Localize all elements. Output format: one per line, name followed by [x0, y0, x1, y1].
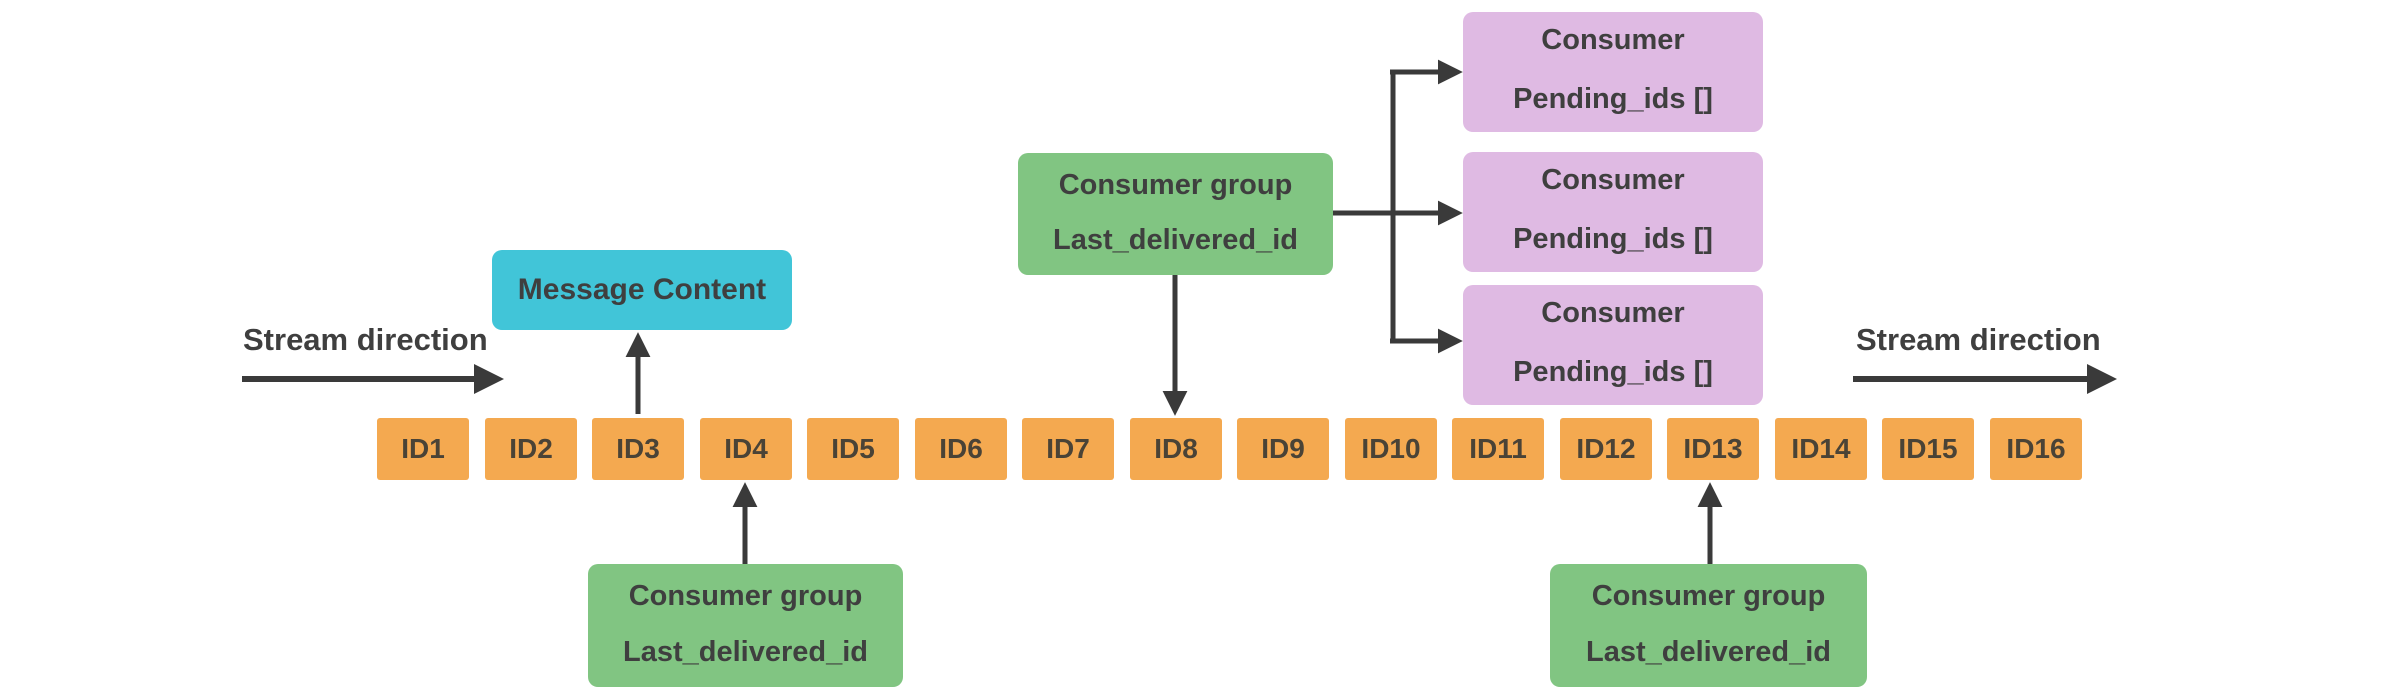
stream-cell-id16: ID16 [1990, 418, 2082, 480]
consumer-group-top: Consumer group Last_delivered_id [1018, 153, 1333, 275]
consumer-2-title: Consumer [1541, 164, 1685, 196]
consumer-group-top-subtitle: Last_delivered_id [1053, 224, 1298, 256]
consumer-group-bottom-right-subtitle: Last_delivered_id [1586, 636, 1831, 668]
consumer-3-title: Consumer [1541, 297, 1685, 329]
stream-direction-label-left: Stream direction [243, 322, 488, 357]
stream-cell-id4: ID4 [700, 418, 792, 480]
stream-cell-id9: ID9 [1237, 418, 1329, 480]
consumer-group-bottom-left: Consumer group Last_delivered_id [588, 564, 903, 687]
consumer-1-subtitle: Pending_ids [] [1513, 83, 1713, 115]
consumer-box-2: Consumer Pending_ids [] [1463, 152, 1763, 272]
stream-cell-id15: ID15 [1882, 418, 1974, 480]
stream-cell-id6: ID6 [915, 418, 1007, 480]
stream-cell-id7: ID7 [1022, 418, 1114, 480]
consumer-box-3: Consumer Pending_ids [] [1463, 285, 1763, 405]
stream-cell-id11: ID11 [1452, 418, 1544, 480]
stream-cell-id13: ID13 [1667, 418, 1759, 480]
consumer-group-bottom-right-title: Consumer group [1591, 580, 1826, 612]
stream-cell-id3: ID3 [592, 418, 684, 480]
stream-cell-id2: ID2 [485, 418, 577, 480]
consumer-box-1: Consumer Pending_ids [] [1463, 12, 1763, 132]
message-content-box: Message Content [492, 250, 792, 330]
consumer-2-subtitle: Pending_ids [] [1513, 223, 1713, 255]
stream-direction-label-right: Stream direction [1856, 322, 2101, 357]
consumer-1-title: Consumer [1541, 24, 1685, 56]
stream-cell-id8: ID8 [1130, 418, 1222, 480]
consumer-group-bottom-right: Consumer group Last_delivered_id [1550, 564, 1867, 687]
stream-cell-id1: ID1 [377, 418, 469, 480]
consumer-group-bottom-left-title: Consumer group [628, 580, 863, 612]
stream-cell-id12: ID12 [1560, 418, 1652, 480]
consumer-group-top-title: Consumer group [1058, 169, 1293, 201]
stream-cell-id14: ID14 [1775, 418, 1867, 480]
stream-cell-id10: ID10 [1345, 418, 1437, 480]
stream-cell-id5: ID5 [807, 418, 899, 480]
consumer-3-subtitle: Pending_ids [] [1513, 356, 1713, 388]
consumer-group-bottom-left-subtitle: Last_delivered_id [623, 636, 868, 668]
message-content-label: Message Content [517, 273, 767, 306]
